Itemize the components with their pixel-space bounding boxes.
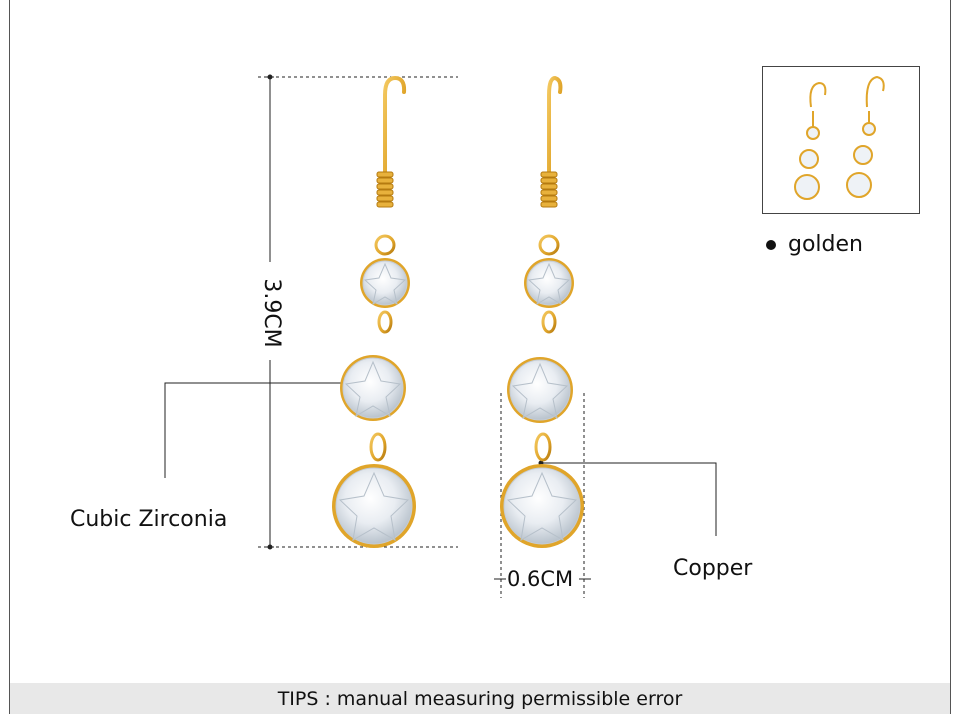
earrings-thumbnail-icon bbox=[794, 75, 885, 200]
tips-text: TIPS : manual measuring permissible erro… bbox=[277, 687, 683, 710]
right-earring bbox=[500, 75, 584, 548]
color-option-label: golden bbox=[788, 232, 863, 257]
color-option-golden[interactable]: golden bbox=[766, 232, 863, 257]
cubic-zirconia-label: Cubic Zirconia bbox=[70, 507, 228, 532]
left-earring bbox=[332, 75, 416, 548]
height-measure-label: 3.9CM bbox=[259, 278, 284, 348]
cubic-zirconia-leader bbox=[164, 380, 363, 478]
height-dimension bbox=[258, 74, 458, 550]
page-frame bbox=[9, 0, 951, 714]
width-dimension bbox=[494, 393, 591, 598]
copper-label: Copper bbox=[673, 556, 753, 581]
width-measure-label: 0.6CM bbox=[507, 567, 574, 591]
product-thumbnail[interactable] bbox=[762, 66, 920, 214]
tips-bar: TIPS : manual measuring permissible erro… bbox=[10, 683, 950, 714]
bullet-icon bbox=[766, 239, 776, 250]
